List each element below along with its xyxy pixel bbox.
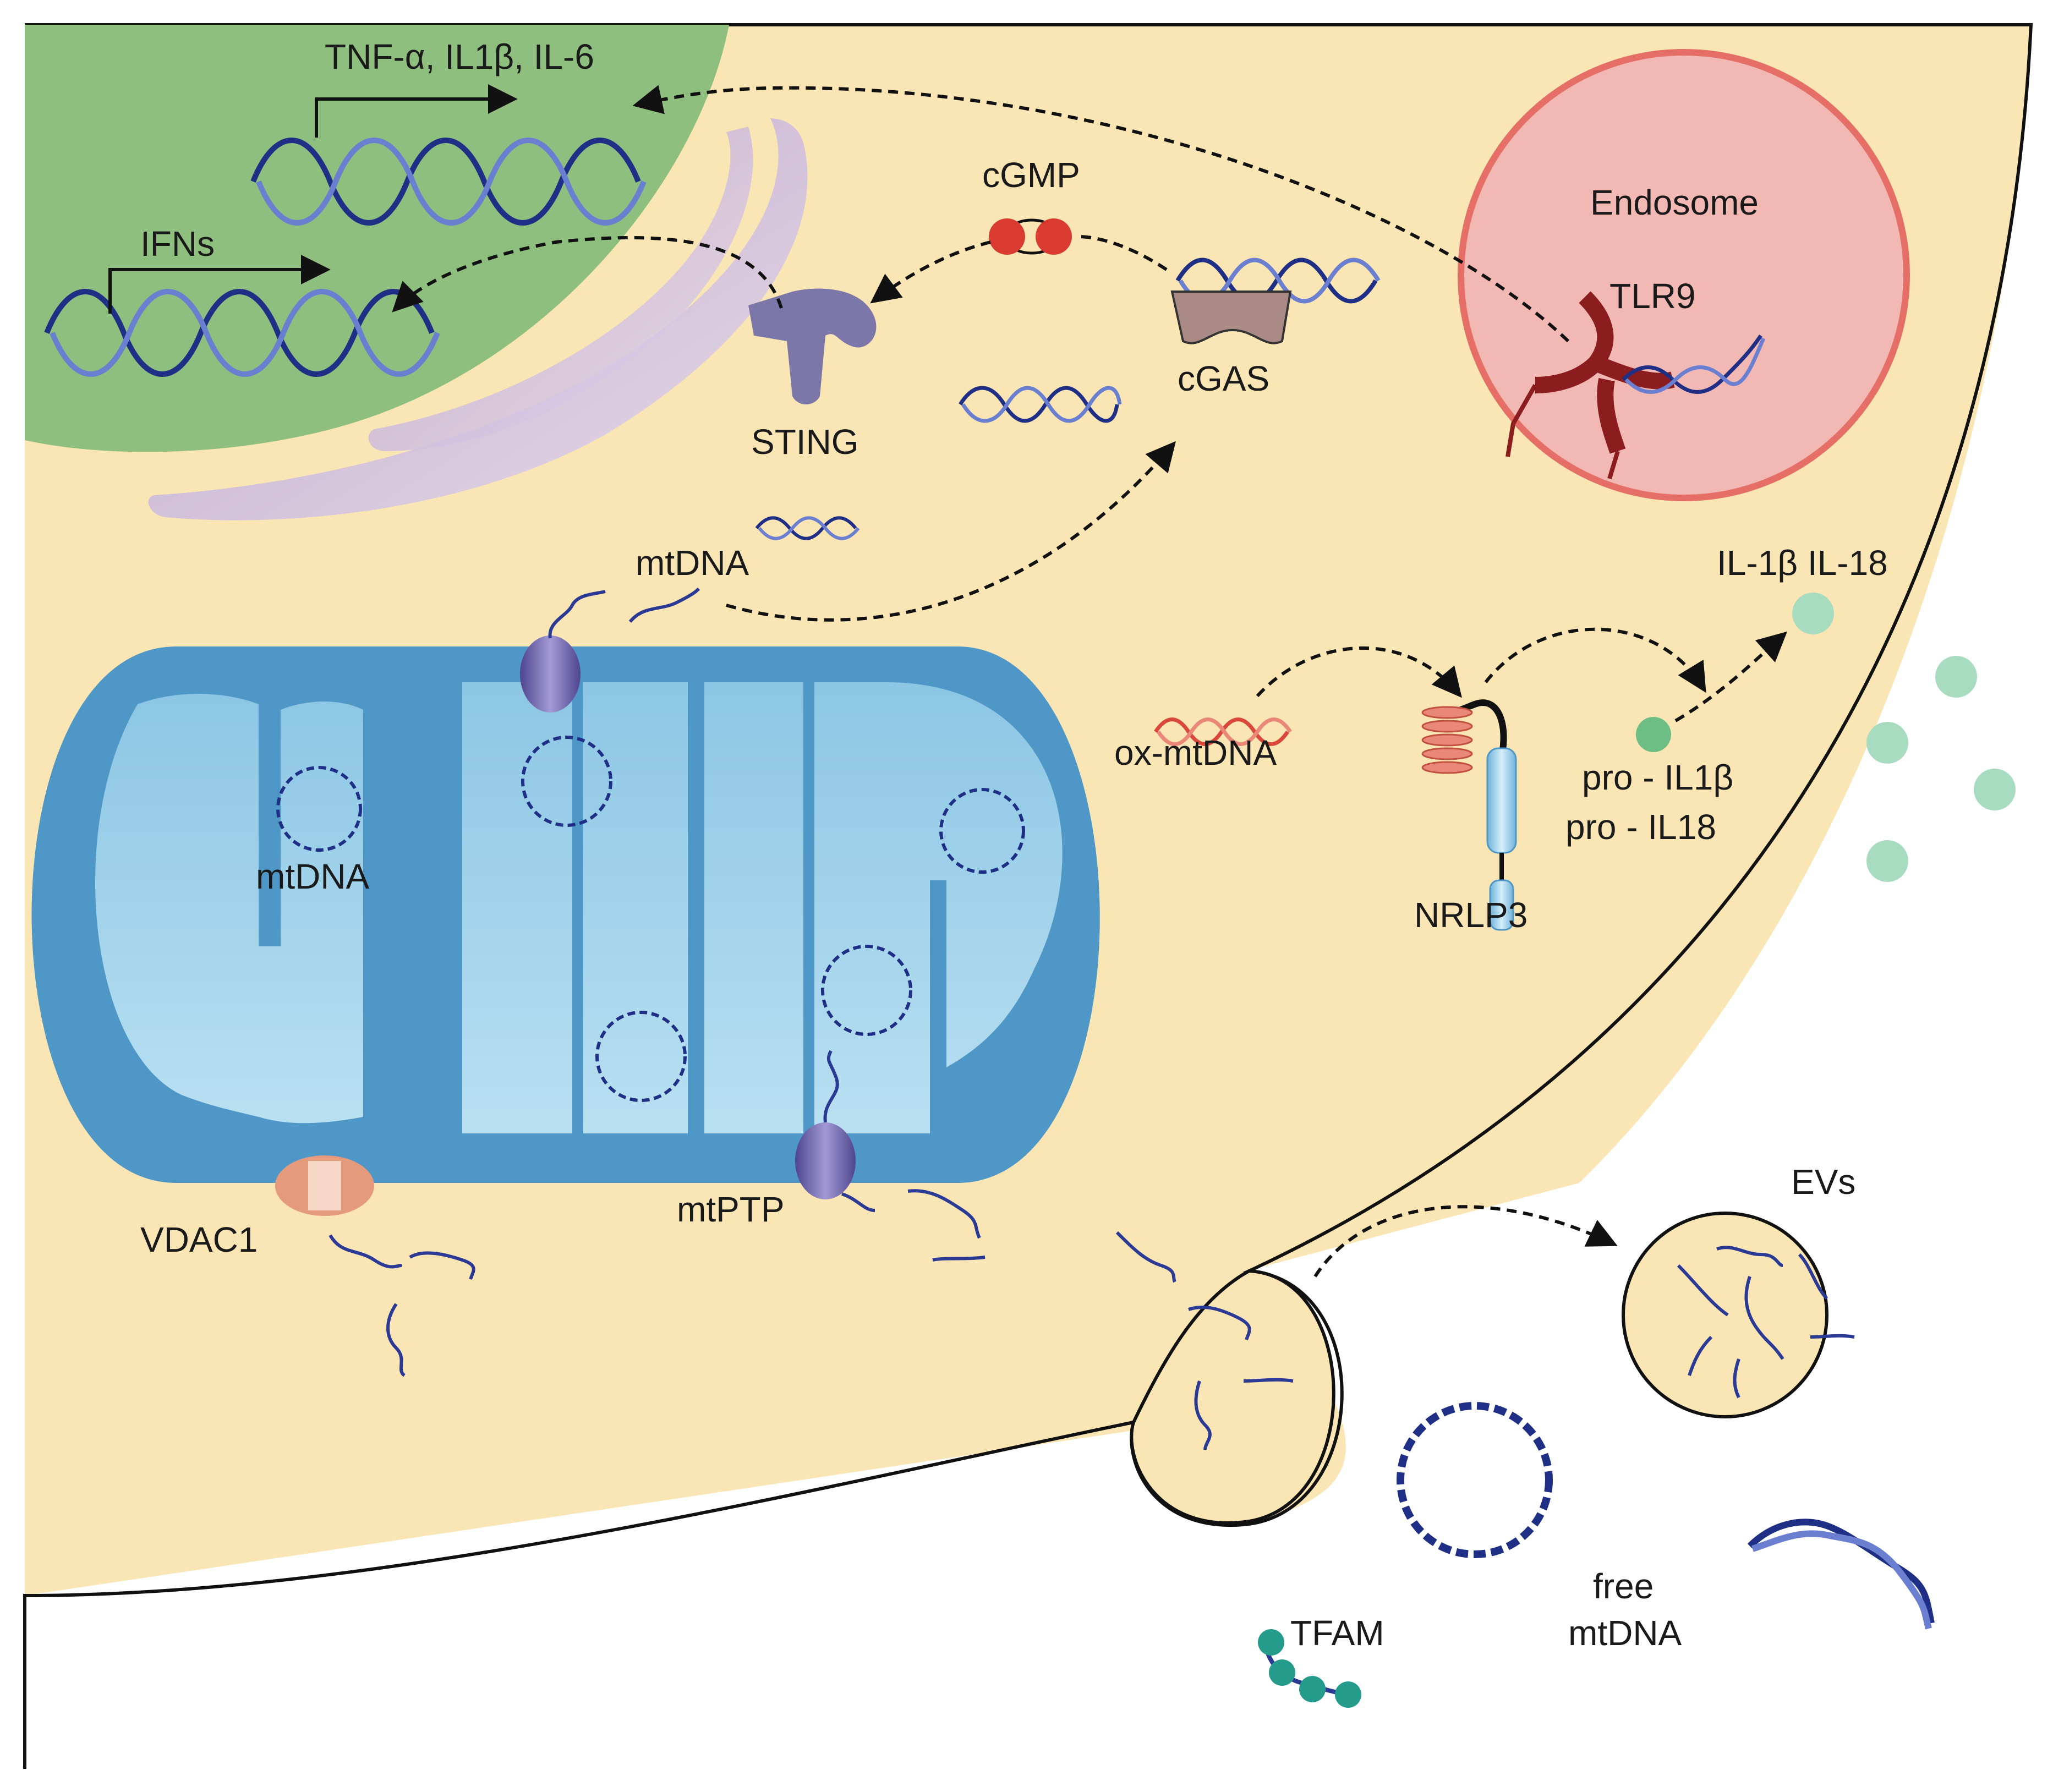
- sting-to-ifn-arrow: [392, 236, 783, 313]
- endosome: [1458, 49, 1910, 501]
- label-mtdna-cytosol: mtDNA: [636, 543, 749, 583]
- mitochondrion: [31, 646, 1100, 1183]
- cytokine-dot: [1935, 656, 1977, 698]
- label-il-secreted: IL-1β IL-18: [1717, 543, 1888, 583]
- free-mtdna-circle: [1397, 1402, 1553, 1558]
- released-mtdna-fragments: [329, 587, 1294, 1450]
- ox-mtdna: [1154, 717, 1292, 746]
- cytokine-dot: [1866, 840, 1908, 882]
- sting-receptor: [748, 288, 877, 404]
- cgas-enzyme: [1170, 291, 1292, 344]
- mtdna-circle: [595, 1011, 687, 1102]
- membrane-bleb: [1130, 1269, 1335, 1525]
- matrix-mtdna-circles: [276, 736, 1025, 1102]
- tlr9-receptor: [1535, 291, 1675, 454]
- nlrp3-to-proil-arrow: [1484, 627, 1706, 693]
- bleb-to-ev-arrow: [1313, 1205, 1618, 1278]
- label-mtdna-matrix: mtDNA: [256, 857, 370, 896]
- label-vdac1: VDAC1: [140, 1220, 258, 1259]
- label-nuclear-genes: TNF-α, IL1β, IL-6: [325, 37, 594, 76]
- label-nlrp3: NRLP3: [1414, 895, 1528, 935]
- label-sting: STING: [751, 422, 859, 462]
- tfam-protein: [1335, 1681, 1361, 1708]
- tlr9-stalk: [1505, 384, 1620, 480]
- cell-membrane: [23, 23, 2033, 1769]
- proil-to-secreted-arrow: [1674, 631, 1788, 722]
- vdac1-channel: [275, 1155, 374, 1216]
- cytosolic-mtdna-fragment: [755, 516, 860, 540]
- label-ox-mtdna: ox-mtDNA: [1114, 733, 1277, 772]
- mtdna-circle: [276, 766, 362, 852]
- label-tlr9: TLR9: [1609, 276, 1696, 316]
- dna-helix-ifn: [44, 289, 440, 377]
- dna-helix-tnf: [250, 138, 647, 226]
- mtptp-pore-top: [520, 635, 581, 713]
- tnf-transcription-arrow: [315, 84, 518, 138]
- mtdna-to-cgas-arrow: [726, 441, 1176, 622]
- tlr9-bound-dna: [1622, 335, 1766, 394]
- label-evs: EVs: [1791, 1162, 1855, 1202]
- label-pro-il1b: pro - IL1β: [1582, 758, 1733, 797]
- free-linear-mtdna: [1747, 1519, 1935, 1630]
- mtdna-circle: [521, 736, 612, 827]
- cytokine-dot: [1792, 593, 1834, 634]
- tfam-protein: [1258, 1629, 1284, 1656]
- cytokine-dot: [1866, 722, 1908, 764]
- tlr9-to-nucleus-arrow: [632, 85, 1570, 343]
- label-endosome: Endosome: [1590, 183, 1759, 222]
- label-mtptp: mtPTP: [677, 1190, 785, 1229]
- cgmp-to-sting-arrow: [870, 240, 991, 304]
- tfam-protein: [1299, 1676, 1326, 1702]
- label-free-mtdna-2: mtDNA: [1568, 1613, 1682, 1653]
- mtdna-circle: [939, 788, 1025, 874]
- mtptp-pore-bottom: [795, 1122, 856, 1199]
- ifn-transcription-arrow: [108, 255, 331, 314]
- cytokine-dot: [1974, 769, 2016, 810]
- endoplasmic-reticulum-inner: [368, 127, 753, 451]
- tfam-bound-mtdna: [1258, 1629, 1361, 1708]
- tfam-protein: [1269, 1659, 1295, 1686]
- secreted-cytokines: [1792, 593, 2016, 882]
- label-pro-il18: pro - IL18: [1565, 807, 1716, 847]
- label-ifns: IFNs: [140, 224, 215, 264]
- nucleus: [25, 25, 729, 452]
- signalling-arrows: [392, 85, 1788, 1278]
- cgmp-molecule: [989, 218, 1072, 255]
- label-cgmp: cGMP: [982, 155, 1080, 195]
- mtdna-circle: [821, 945, 912, 1036]
- nlrp3-inflammasome: [1421, 699, 1517, 931]
- cytosolic-dna: [959, 386, 1122, 423]
- ev-mtdna-fragments: [1677, 1246, 1855, 1399]
- label-cgas: cGAS: [1178, 359, 1269, 398]
- pro-il-granule: [1636, 717, 1671, 752]
- label-free-mtdna-1: free: [1593, 1566, 1654, 1606]
- label-tfam: TFAM: [1290, 1613, 1384, 1653]
- cgas-to-cgmp-arrow: [1078, 235, 1168, 271]
